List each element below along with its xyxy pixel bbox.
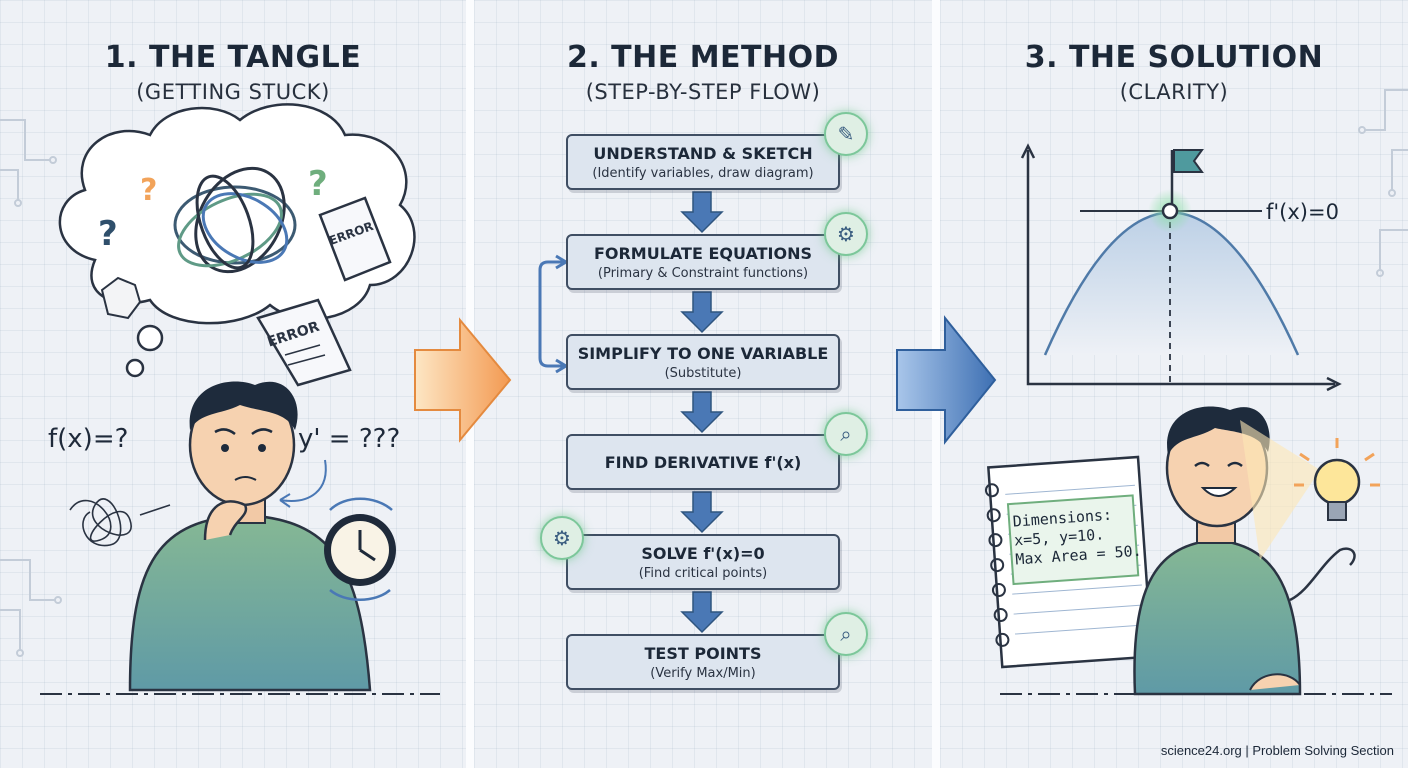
panel-title: 1. THE TANGLE	[104, 40, 362, 75]
panel-subtitle: (GETTING STUCK)	[136, 80, 330, 104]
yprime-question-label: y' = ???	[298, 424, 401, 454]
curved-arrow-icon	[279, 459, 327, 502]
circuit-decoration	[0, 89, 1408, 657]
notebook	[984, 455, 1154, 669]
panel-title: 3. THE SOLUTION	[1024, 40, 1324, 75]
step-title: SOLVE f'(x)=0	[641, 543, 765, 563]
thought-cloud	[58, 103, 416, 378]
step-title: SIMPLIFY TO ONE VARIABLE	[577, 343, 829, 363]
error-paper: ERROR	[256, 298, 352, 387]
steps-flow: UNDERSTAND & SKETCH (Identify variables,…	[474, 0, 932, 768]
step-simplify-variable: SIMPLIFY TO ONE VARIABLE (Substitute)	[566, 334, 840, 390]
tangle-icon	[173, 166, 297, 274]
panel-subtitle: (CLARITY)	[1119, 80, 1229, 104]
pencil-icon: ✎	[824, 112, 868, 156]
step-understand-sketch: UNDERSTAND & SKETCH (Identify variables,…	[566, 134, 840, 190]
panel-subtitle: (STEP-BY-STEP FLOW)	[585, 80, 821, 104]
step-solve-critical: SOLVE f'(x)=0 (Find critical points)	[566, 534, 840, 590]
scribble-icon	[69, 498, 171, 547]
step-title: UNDERSTAND & SKETCH	[593, 143, 813, 163]
step-find-derivative: FIND DERIVATIVE f'(x)	[566, 434, 840, 490]
notebook-result: Dimensions: x=5, y=10. Max Area = 50.	[1012, 504, 1146, 570]
panel-title: 2. THE METHOD	[566, 40, 840, 75]
footer-credit: science24.org | Problem Solving Section	[1160, 743, 1394, 758]
happy-person	[1133, 406, 1356, 696]
question-mark-icon: ?	[98, 214, 118, 254]
gear-icon: ⚙	[540, 516, 584, 560]
crumpled-paper-icon	[100, 276, 142, 320]
step-title: TEST POINTS	[644, 643, 762, 663]
gear-icon: ⚙	[824, 212, 868, 256]
question-mark-icon: ?	[308, 164, 328, 204]
step-title: FIND DERIVATIVE f'(x)	[604, 452, 802, 472]
blue-arrow-icon	[896, 315, 997, 445]
confused-person	[128, 381, 372, 692]
magnifier-icon: ⌕	[824, 412, 868, 456]
derivative-zero-label: f'(x)=0	[1266, 200, 1339, 224]
flow-arrows	[680, 191, 724, 634]
error-paper: ERROR	[318, 196, 392, 282]
step-subtitle: (Primary & Constraint functions)	[597, 265, 809, 281]
question-mark-icon: ?	[140, 173, 157, 208]
step-subtitle: (Find critical points)	[638, 565, 768, 581]
parabola-graph	[1020, 143, 1342, 392]
lightbulb-icon	[1240, 420, 1380, 560]
step-test-points: TEST POINTS (Verify Max/Min)	[566, 634, 840, 690]
magnifier-icon: ⌕	[824, 612, 868, 656]
flag-icon	[1173, 149, 1204, 173]
step-subtitle: (Identify variables, draw diagram)	[592, 165, 814, 181]
orange-arrow-icon	[414, 317, 512, 443]
step-title: FORMULATE EQUATIONS	[593, 243, 813, 263]
step-subtitle: (Substitute)	[664, 365, 742, 381]
fx-question-label: f(x)=?	[48, 424, 129, 454]
loop-back-arrow	[538, 260, 566, 368]
step-formulate-equations: FORMULATE EQUATIONS (Primary & Constrain…	[566, 234, 840, 290]
clock-icon	[324, 497, 396, 601]
step-subtitle: (Verify Max/Min)	[650, 665, 756, 681]
